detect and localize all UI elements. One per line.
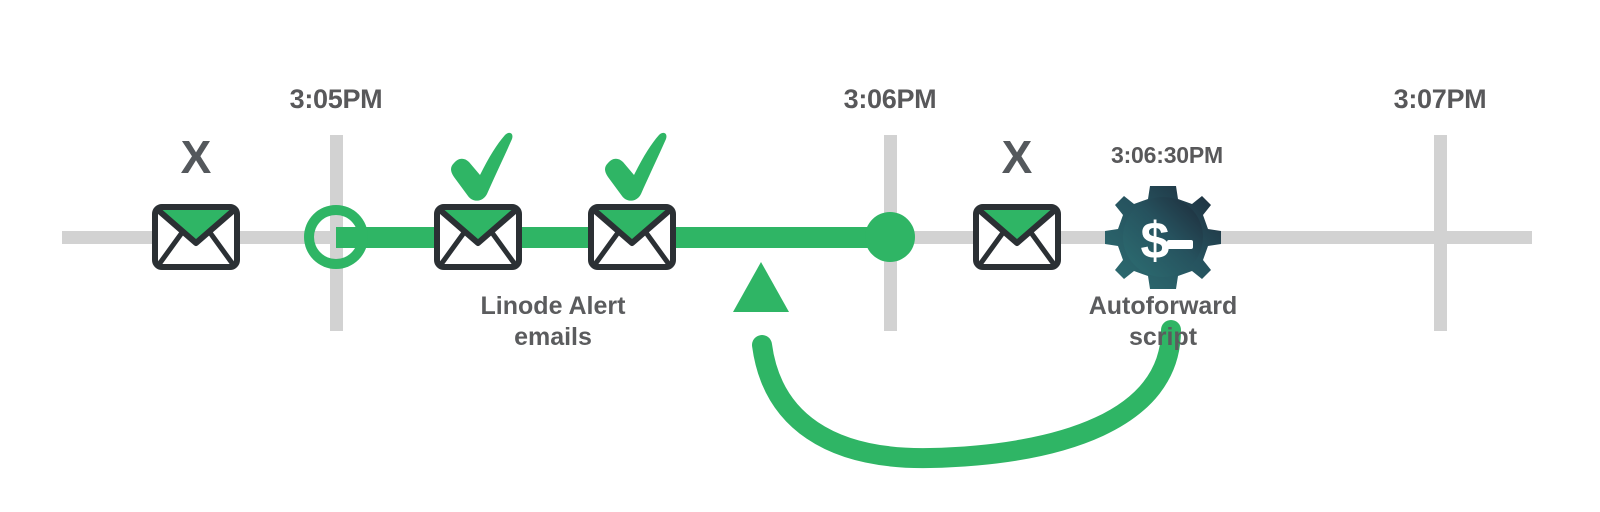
svg-text:$: $ <box>1141 212 1170 270</box>
checkmark-icon-second <box>605 132 667 201</box>
tick-label-305pm: 3:05PM <box>289 84 383 114</box>
start-ring-marker <box>304 205 368 269</box>
caption-line-2: emails <box>514 323 592 351</box>
caption-line-1: Linode Alert <box>480 292 626 320</box>
gridline-307pm <box>1434 135 1447 331</box>
caption-line-1: Autoforward <box>1088 292 1238 320</box>
caption-line-2: script <box>1128 323 1198 351</box>
autoforward-time-label: 3:06:30PM <box>1111 142 1223 168</box>
envelope-unsent-left <box>152 204 240 270</box>
envelope-alert-first <box>434 204 522 270</box>
tick-label-307pm: 3:07PM <box>1393 84 1487 114</box>
x-mark-failed-left: X <box>180 131 212 183</box>
autoforward-gear-icon: $ <box>1105 186 1221 289</box>
caption-autoforward-script: Autoforward script <box>1089 291 1238 353</box>
autoforward-feedback-arrow <box>733 262 1181 469</box>
x-mark-failed-right: X <box>1001 131 1033 183</box>
envelope-unsent-right <box>973 204 1061 270</box>
caption-linode-alert-emails: Linode Alert emails <box>481 291 626 353</box>
end-dot-marker <box>865 212 915 262</box>
checkmark-icon-first <box>451 132 513 201</box>
tick-label-306pm: 3:06PM <box>843 84 937 114</box>
envelope-alert-second <box>588 204 676 270</box>
